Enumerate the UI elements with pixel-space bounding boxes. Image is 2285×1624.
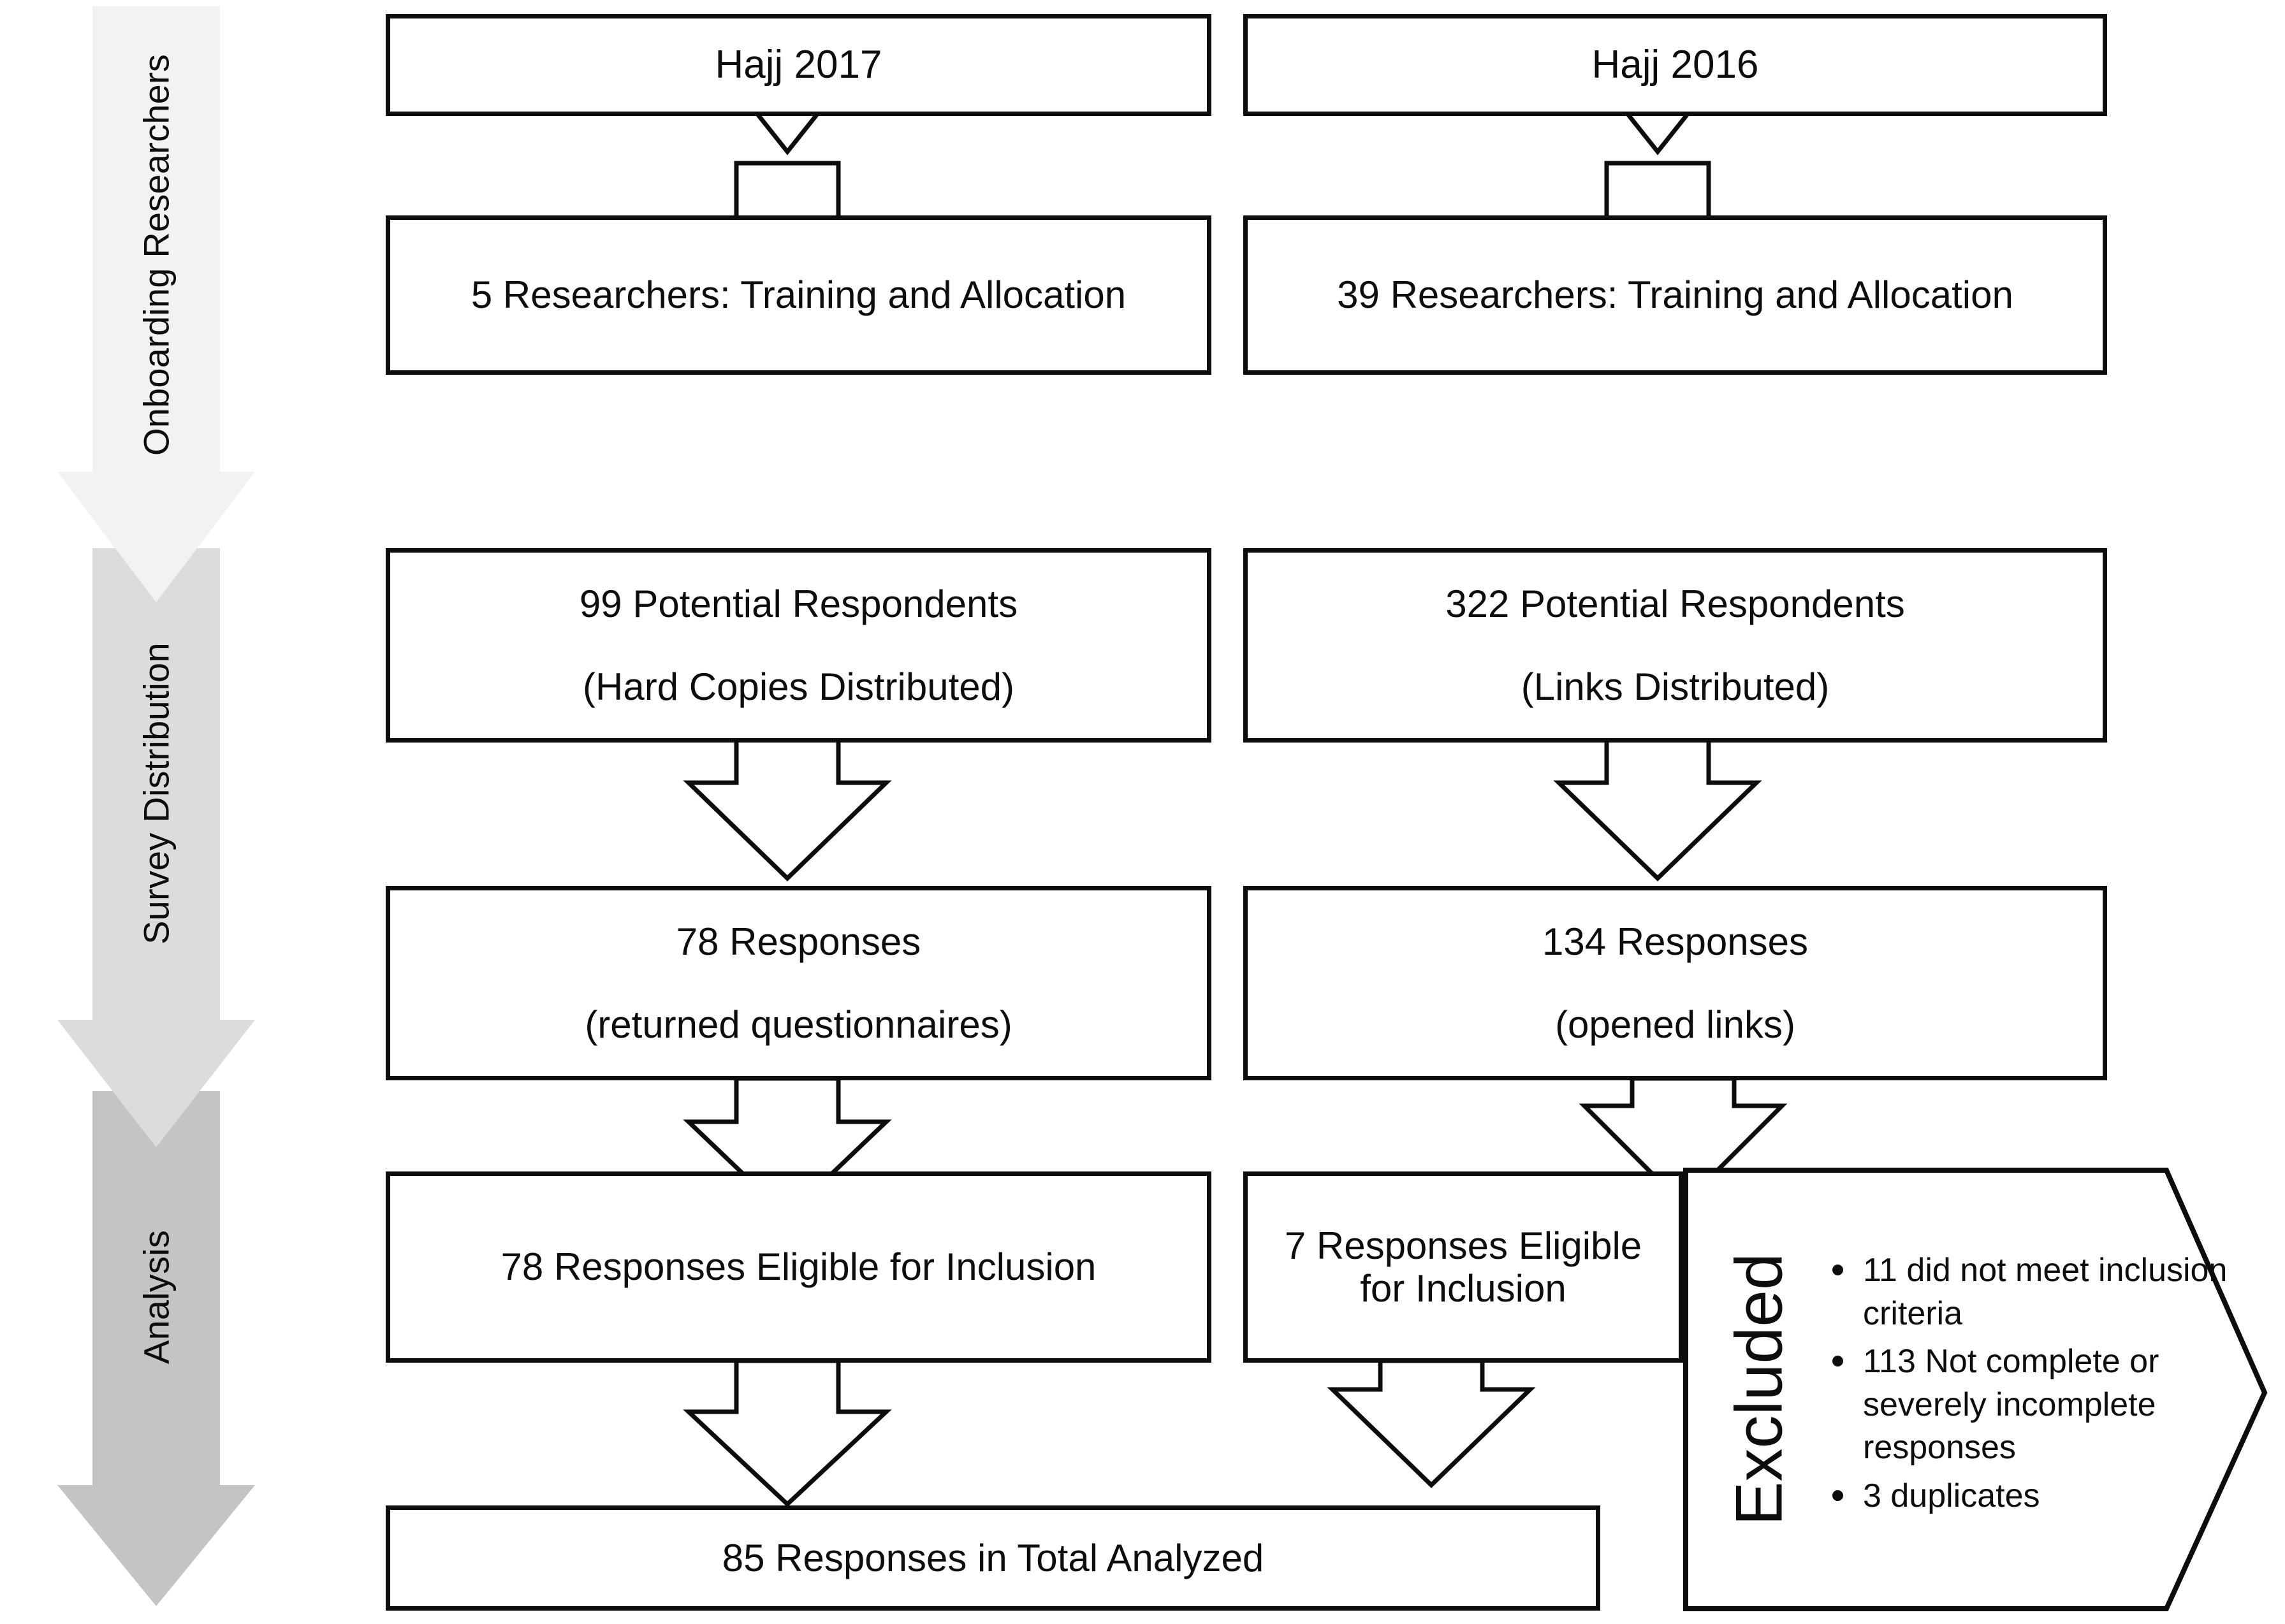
node-right-responses-line1: 134 Responses	[1542, 920, 1808, 964]
node-right-eligible[interactable]: 7 Responses Eligible for Inclusion	[1243, 1171, 1683, 1363]
node-left-researchers[interactable]: 5 Researchers: Training and Allocation	[386, 215, 1211, 375]
excluded-reason-list: 11 did not meet inclusion criteria 113 N…	[1823, 1249, 2231, 1523]
node-left-responses-line2: (returned questionnaires)	[585, 1003, 1012, 1046]
node-right-potential-line2: (Links Distributed)	[1521, 665, 1830, 708]
node-left-header[interactable]: Hajj 2017	[386, 14, 1211, 116]
node-right-eligible-line1: 7 Responses Eligible	[1284, 1224, 1642, 1267]
node-left-eligible-line1: 78 Responses Eligible for Inclusion	[500, 1245, 1097, 1289]
node-right-responses-line2: (opened links)	[1555, 1003, 1795, 1046]
node-total-analyzed[interactable]: 85 Responses in Total Analyzed	[386, 1505, 1600, 1611]
node-left-researchers-line1: 5 Researchers: Training and Allocation	[471, 273, 1127, 317]
phase-arrow-analysis	[57, 1091, 255, 1606]
node-left-potential-line2: (Hard Copies Distributed)	[583, 665, 1014, 708]
node-left-responses[interactable]: 78 Responses (returned questionnaires)	[386, 886, 1211, 1080]
phase-arrow-onboarding-researchers	[57, 6, 255, 602]
connector-left-4	[683, 1076, 892, 1219]
node-right-eligible-line2: for Inclusion	[1360, 1267, 1566, 1310]
node-right-potential[interactable]: 322 Potential Respondents (Links Distrib…	[1243, 548, 2107, 743]
node-left-potential[interactable]: 99 Potential Respondents (Hard Copies Di…	[386, 548, 1211, 743]
node-left-header-line1: Hajj 2017	[715, 43, 882, 87]
node-right-responses[interactable]: 134 Responses (opened links)	[1243, 886, 2107, 1080]
connector-right-4	[1579, 1076, 1788, 1208]
node-right-header-line1: Hajj 2016	[1591, 43, 1759, 87]
node-right-researchers-line1: 39 Researchers: Training and Allocation	[1337, 273, 2013, 317]
phase-arrow-survey-distribution	[57, 548, 255, 1147]
node-right-header[interactable]: Hajj 2016	[1243, 14, 2107, 116]
excluded-heading: Excluded	[1722, 1253, 1797, 1526]
node-left-potential-line1: 99 Potential Respondents	[579, 583, 1018, 626]
excluded-reason-item: 113 Not complete or severely incomplete …	[1823, 1340, 2231, 1470]
connector-left-5	[683, 1358, 892, 1507]
node-right-potential-line1: 322 Potential Respondents	[1445, 583, 1905, 626]
connector-left-3	[683, 737, 892, 881]
node-left-responses-line1: 78 Responses	[676, 920, 921, 964]
excluded-reason-item: 3 duplicates	[1823, 1475, 2231, 1518]
connector-right-3	[1553, 737, 1762, 881]
node-right-researchers[interactable]: 39 Researchers: Training and Allocation	[1243, 215, 2107, 375]
phase-label-survey-distribution: Survey Distribution	[136, 642, 177, 945]
excluded-pentagon	[1683, 1168, 2268, 1611]
phase-label-analysis: Analysis	[136, 1229, 177, 1365]
phase-label-onboarding-researchers: Onboarding Researchers	[136, 54, 177, 456]
connector-right-5	[1327, 1358, 1536, 1488]
node-left-eligible[interactable]: 78 Responses Eligible for Inclusion	[386, 1171, 1211, 1363]
node-total-analyzed-line1: 85 Responses in Total Analyzed	[722, 1536, 1264, 1579]
excluded-reason-item: 11 did not meet inclusion criteria	[1823, 1249, 2231, 1335]
